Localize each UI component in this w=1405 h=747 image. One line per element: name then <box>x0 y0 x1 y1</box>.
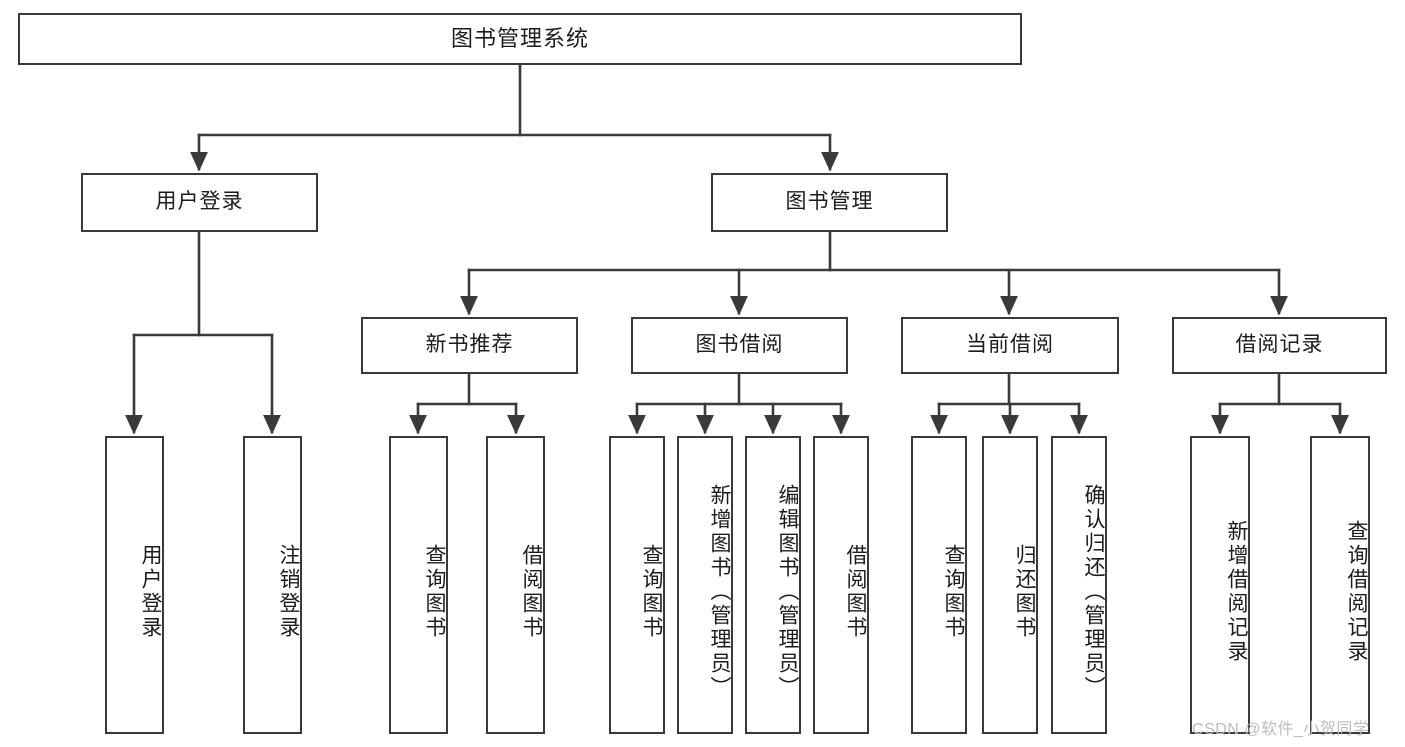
leaf-add-book-admin[interactable]: 新增图书（管理员） <box>677 436 733 734</box>
leaf-logout[interactable]: 注销登录 <box>243 436 302 734</box>
node-borrowing-record[interactable]: 借阅记录 <box>1172 317 1387 374</box>
node-root-book-management-system[interactable]: 图书管理系统 <box>18 13 1022 65</box>
leaf-edit-book-admin[interactable]: 编辑图书（管理员） <box>745 436 801 734</box>
node-new-book-recommendation[interactable]: 新书推荐 <box>361 317 578 374</box>
leaf-add-borrow-record[interactable]: 新增借阅记录 <box>1190 436 1250 734</box>
leaf-query-book-current[interactable]: 查询图书 <box>911 436 967 734</box>
leaf-query-book-recommendation[interactable]: 查询图书 <box>389 436 448 734</box>
leaf-query-borrow-record[interactable]: 查询借阅记录 <box>1310 436 1370 734</box>
leaf-user-login[interactable]: 用户登录 <box>105 436 164 734</box>
csdn-watermark: CSDN @软件_小贺同学 <box>1192 721 1370 738</box>
leaf-borrow-book[interactable]: 借阅图书 <box>813 436 869 734</box>
node-book-borrowing[interactable]: 图书借阅 <box>631 317 848 374</box>
leaf-borrow-book-recommendation[interactable]: 借阅图书 <box>486 436 545 734</box>
leaf-confirm-return-admin[interactable]: 确认归还（管理员） <box>1051 436 1107 734</box>
leaf-return-book[interactable]: 归还图书 <box>982 436 1038 734</box>
node-book-management[interactable]: 图书管理 <box>711 173 948 232</box>
node-current-borrowing[interactable]: 当前借阅 <box>901 317 1119 374</box>
leaf-query-book-borrowing[interactable]: 查询图书 <box>609 436 665 734</box>
node-user-login[interactable]: 用户登录 <box>81 173 318 232</box>
